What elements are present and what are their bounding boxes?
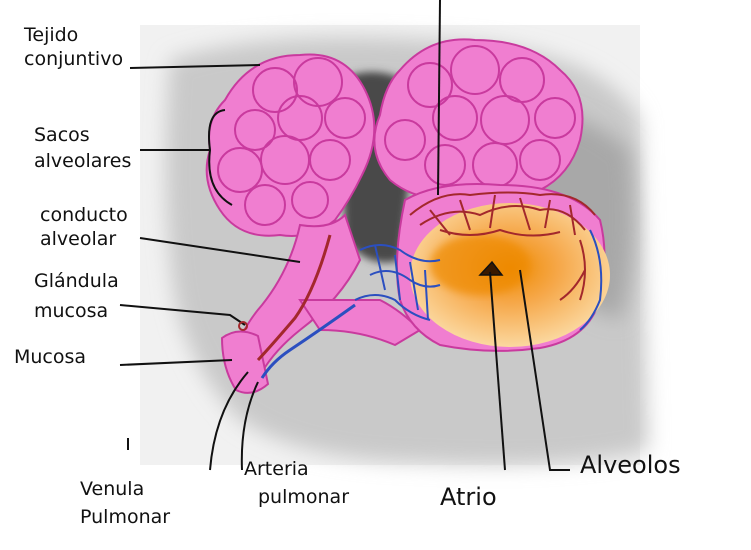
atrium-region (397, 184, 610, 351)
label-mucosa: Mucosa (14, 346, 86, 368)
label-alveolos: Alveolos (580, 454, 681, 476)
label-tejido-line1: Tejido (24, 24, 78, 46)
label-arteria-line1: Arteria (244, 458, 309, 480)
label-conducto-line2: alveolar (40, 228, 116, 250)
label-tejido-line2: conjuntivo (24, 48, 123, 70)
label-venula-line1: Venula (80, 478, 144, 500)
right-alveolar-sacs (374, 39, 582, 199)
label-glandula-line1: Glándula (34, 270, 119, 292)
label-arteria-line2: pulmonar (258, 486, 349, 508)
label-atrio: Atrio (440, 486, 497, 508)
label-sacos-line1: Sacos (34, 124, 90, 146)
label-sacos-line2: alveolares (34, 150, 131, 172)
label-venula-line2: Pulmonar (80, 506, 170, 528)
label-glandula-line2: mucosa (34, 300, 108, 322)
label-conducto-line1: conducto (40, 204, 128, 226)
